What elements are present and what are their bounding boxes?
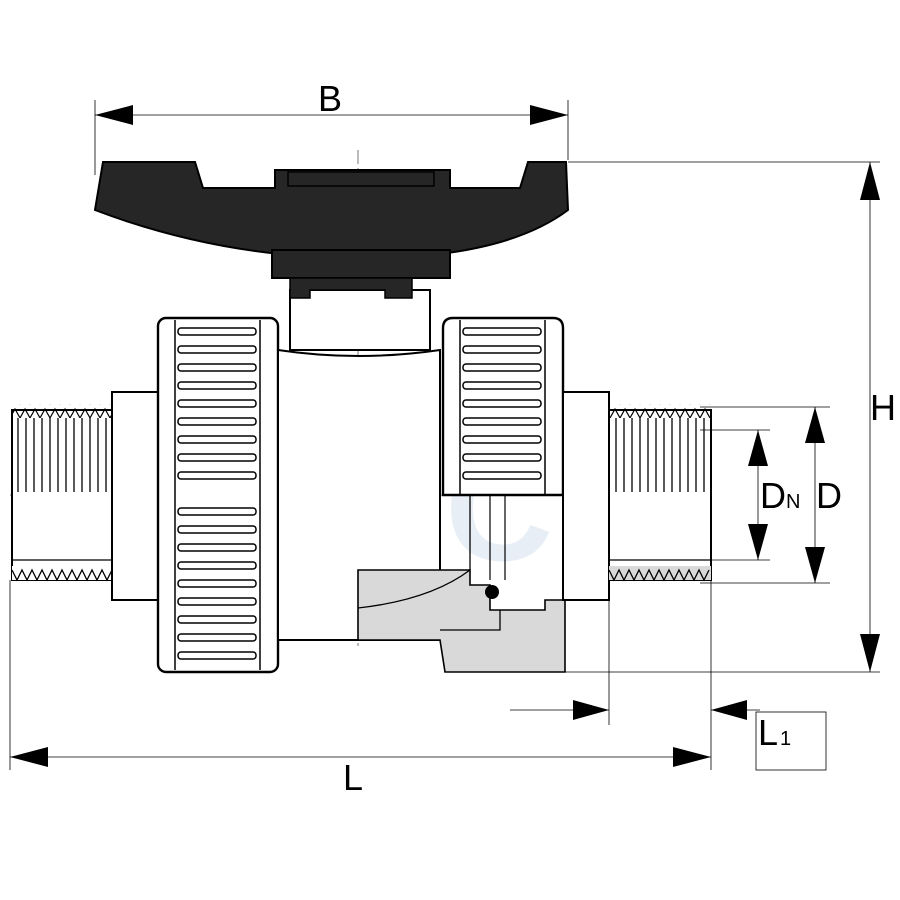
label-L1-sub: 1 — [780, 728, 791, 750]
label-DN-sub: N — [786, 491, 800, 513]
left-threaded-end — [11, 391, 161, 601]
label-DN-main: D — [760, 475, 786, 516]
section-cut — [357, 495, 566, 673]
label-L1-main: L — [758, 712, 778, 753]
handle — [93, 161, 570, 299]
left-union-nut — [156, 316, 280, 674]
label-L: L — [343, 757, 363, 798]
label-B: B — [318, 78, 342, 119]
label-D: D — [816, 475, 842, 516]
valve-body — [277, 289, 441, 641]
right-threaded-end — [562, 391, 712, 601]
label-H: H — [870, 387, 896, 428]
dimension-lines — [9, 100, 880, 771]
right-union-nut — [441, 316, 565, 497]
arrowheads — [10, 105, 880, 767]
